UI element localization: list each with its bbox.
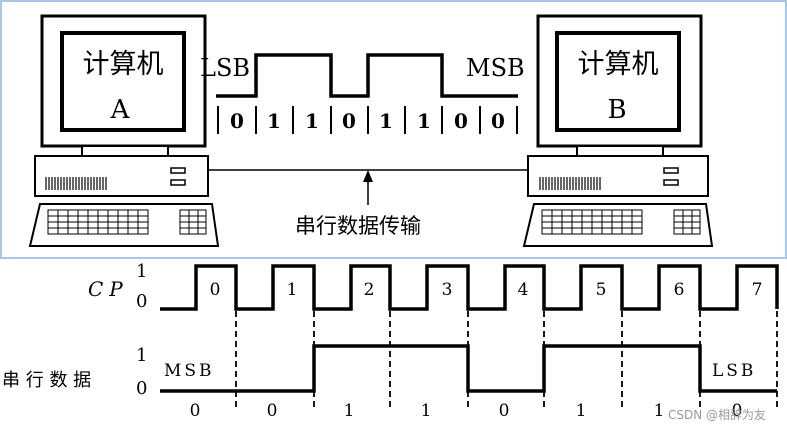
top-bit: 0 — [491, 109, 505, 133]
monitor-a-stand — [81, 145, 169, 157]
cp-pulse-number: 5 — [596, 280, 607, 300]
computer-a-label-line1: 计算机 — [83, 49, 164, 80]
top-bit: 1 — [267, 109, 281, 133]
cp-high-level: 1 — [136, 261, 147, 282]
top-lsb-label: LSB — [200, 54, 250, 82]
keyboard-b — [522, 203, 714, 247]
serial-bit: 1 — [576, 401, 587, 421]
csdn-watermark: CSDN @相辞为友 — [668, 407, 766, 422]
computer-b — [522, 14, 714, 247]
computer-a-label-line2: A — [110, 95, 131, 125]
cp-pulse-number: 0 — [210, 280, 221, 300]
cp-pulse-numbers: 0 1 2 3 4 5 6 7 — [210, 280, 763, 300]
computer-b-label-line1: 计算机 — [578, 49, 659, 80]
top-bit: 0 — [230, 109, 244, 133]
top-data-waveform — [216, 53, 518, 98]
serial-data-label: 串 行 数 据 — [2, 370, 91, 391]
cp-pulse-number: 7 — [752, 280, 763, 300]
transmission-caption: 串行数据传输 — [295, 214, 421, 238]
cp-pulse-number: 4 — [518, 280, 529, 300]
top-bit-values: 0 1 1 0 1 1 0 0 — [230, 109, 505, 133]
serial-bit: 1 — [344, 401, 355, 421]
top-bit: 1 — [417, 109, 431, 133]
drive-slot-a2 — [170, 179, 186, 186]
serial-data-waveform — [160, 344, 777, 393]
keyboard-b-keys — [541, 209, 701, 235]
keyboard-a — [28, 203, 220, 247]
monitor-b-screen — [555, 31, 681, 132]
serial-bit: 1 — [654, 401, 665, 421]
top-bit: 1 — [305, 109, 319, 133]
timing-lsb-label: LSB — [712, 361, 756, 381]
computer-b-vents — [539, 177, 601, 190]
monitor-a-screen — [60, 31, 186, 132]
drive-slot-b2 — [663, 179, 679, 186]
top-panel-border — [0, 0, 787, 259]
serial-bit: 0 — [732, 401, 743, 421]
drive-slot-b1 — [663, 167, 679, 174]
serial-bit: 0 — [267, 401, 278, 421]
drive-slot-a1 — [170, 167, 186, 174]
computer-a — [28, 14, 220, 247]
computer-a-vents — [45, 177, 107, 190]
cp-pulse-number: 3 — [442, 280, 453, 300]
cp-pulse-number: 2 — [364, 280, 375, 300]
serial-bit: 0 — [190, 401, 201, 421]
cp-pulse-number: 1 — [287, 280, 298, 300]
cp-low-level: 0 — [136, 291, 147, 312]
cp-clock-waveform — [160, 264, 779, 311]
cp-pulse-number: 6 — [674, 280, 685, 300]
cable-arrow-head — [363, 170, 373, 182]
top-bit: 0 — [342, 109, 356, 133]
top-bit-dividers — [217, 106, 518, 134]
bit-boundary-dashes — [235, 311, 778, 410]
cp-label: CP — [88, 277, 129, 301]
keyboard-a-keys — [47, 209, 207, 235]
serial-bit: 1 — [421, 401, 432, 421]
top-bit: 1 — [379, 109, 393, 133]
serial-bit-values: 0 0 1 1 0 1 1 0 — [190, 401, 743, 421]
serial-bit: 0 — [499, 401, 510, 421]
computer-b-label-line2: B — [607, 95, 626, 125]
monitor-b-stand — [576, 145, 664, 157]
timing-msb-label: MSB — [164, 361, 215, 381]
data-low-level: 0 — [136, 378, 147, 399]
top-bit: 0 — [454, 109, 468, 133]
data-high-level: 1 — [136, 345, 147, 366]
top-msb-label: MSB — [466, 54, 525, 82]
